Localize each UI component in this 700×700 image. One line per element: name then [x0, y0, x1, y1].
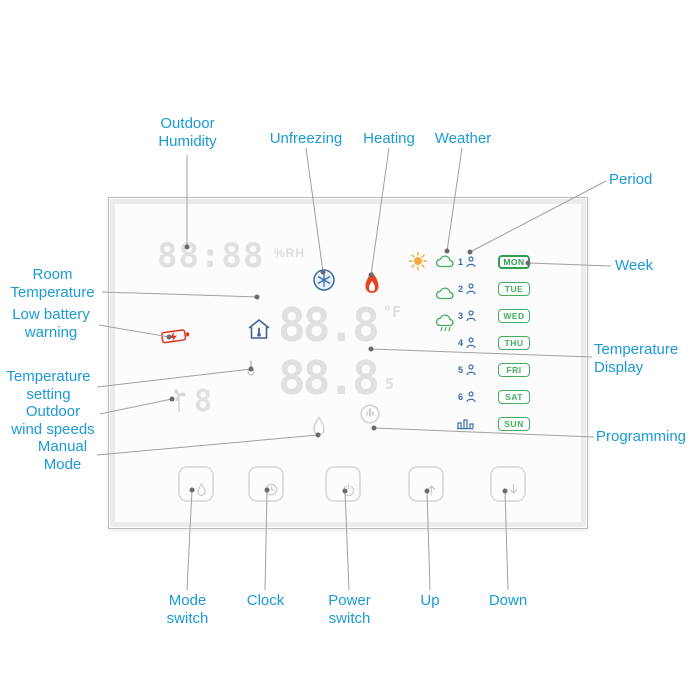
wind-speed-value: 8	[194, 384, 213, 419]
label-period: Period	[609, 171, 653, 188]
period-number: 1	[458, 257, 464, 267]
period-number: 6	[458, 392, 464, 402]
mode-flame-icon	[197, 483, 206, 496]
power-button[interactable]	[325, 466, 361, 502]
label-room-temperature: Room Temperature	[10, 266, 95, 301]
label-mode-switch: Mode switch	[166, 592, 209, 627]
label-temperature-setting: Temperature setting	[6, 368, 91, 403]
person-icon	[466, 283, 476, 295]
person-icon	[466, 256, 476, 268]
temperature-setting-icon	[246, 359, 256, 381]
sun-icon	[408, 251, 428, 276]
programming-touch-icon	[359, 403, 381, 430]
label-week: Week	[615, 257, 654, 274]
temp-unit-label: °F	[383, 303, 402, 321]
period-row-5: 5	[458, 363, 488, 377]
label-down: Down	[488, 592, 528, 609]
label-clock: Clock	[246, 592, 285, 609]
period-number: 4	[458, 338, 464, 348]
label-up: Up	[420, 592, 440, 609]
period-row-6: 6	[458, 390, 488, 404]
heating-flame-icon	[362, 270, 382, 301]
week-day-sat: SAT	[498, 390, 530, 404]
period-row-4: 4	[458, 336, 488, 350]
label-heating: Heating	[363, 130, 415, 147]
low-battery-icon	[160, 325, 193, 352]
week-day-wed: WED	[498, 309, 530, 323]
week-day-tue: TUE	[498, 282, 530, 296]
person-icon	[466, 364, 476, 376]
week-day-mon: MON	[498, 255, 530, 269]
person-icon	[466, 391, 476, 403]
room-temperature-house-icon	[246, 317, 272, 346]
humidity-unit-label: %RH	[274, 246, 306, 260]
set-temp-period-digit: 5	[385, 375, 395, 393]
up-button[interactable]	[408, 466, 444, 502]
room-temp-value: 88.8	[278, 298, 380, 352]
label-unfreezing: Unfreezing	[269, 130, 343, 147]
cloud-icon	[434, 254, 456, 274]
label-temperature-display: Temperature Display	[594, 341, 679, 376]
period-row-1: 1	[458, 255, 488, 269]
week-day-fri: FRI	[498, 363, 530, 377]
week-day-thu: THU	[498, 336, 530, 350]
period-number: 3	[458, 311, 464, 321]
schedule-icon	[456, 416, 474, 435]
clock-button[interactable]	[248, 466, 284, 502]
week-day-sun: SUN	[498, 417, 530, 431]
up-arrow-icon	[427, 485, 436, 496]
clock-icon	[265, 483, 278, 496]
person-icon	[466, 310, 476, 322]
wind-speed-icon	[167, 386, 191, 419]
period-row-3: 3	[458, 309, 488, 323]
label-power-switch: Power switch	[328, 592, 371, 627]
person-icon	[466, 337, 476, 349]
mode-switch-button[interactable]	[178, 466, 214, 502]
label-weather: Weather	[434, 130, 492, 147]
period-number: 5	[458, 365, 464, 375]
label-manual-mode: Manual Mode	[37, 438, 88, 473]
label-outdoor-wind-speeds: Outdoor wind speeds	[11, 403, 95, 438]
down-arrow-icon	[509, 483, 518, 494]
label-low-battery-warning: Low battery warning	[12, 306, 90, 341]
set-temp-value: 88.8	[278, 351, 380, 405]
lcd-time-display: 88:88	[157, 236, 265, 276]
label-outdoor-humidity: Outdoor Humidity	[158, 115, 217, 150]
manual-mode-flame-icon	[311, 416, 327, 443]
power-icon	[342, 483, 355, 496]
period-number: 2	[458, 284, 464, 294]
rain-cloud-icon	[434, 313, 456, 337]
unfreezing-icon	[312, 268, 336, 297]
period-row-2: 2	[458, 282, 488, 296]
label-programming: Programming	[596, 428, 687, 445]
down-button[interactable]	[490, 466, 526, 502]
cloud-icon-2	[434, 286, 456, 306]
